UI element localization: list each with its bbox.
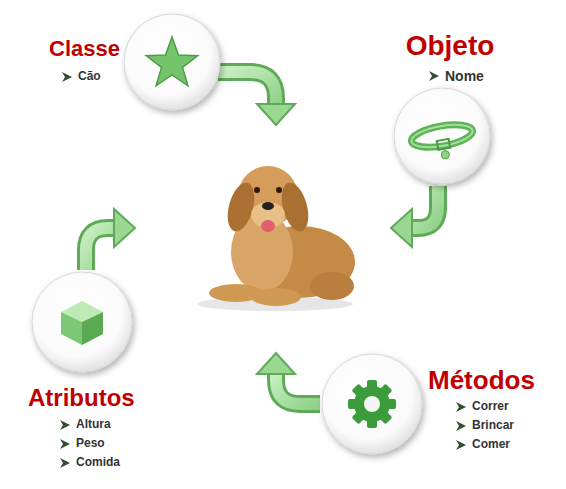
bullet-arrow — [456, 402, 466, 412]
curved-arrow — [218, 72, 295, 125]
list-item: Brincar — [472, 419, 514, 433]
bullet-arrow — [60, 458, 70, 468]
concept-circle: ObjetoNome — [386, 80, 498, 192]
list-item: Peso — [76, 437, 105, 451]
bullet-arrow — [429, 71, 439, 81]
curved-arrow — [257, 353, 320, 404]
curved-arrow — [86, 209, 135, 270]
circle-outline — [314, 346, 430, 462]
list-item: Comida — [76, 456, 120, 470]
list-item: Nome — [445, 68, 484, 84]
concept-circle: ClasseCão — [116, 6, 228, 118]
bullet-arrow — [456, 440, 466, 450]
curved-arrow — [391, 186, 438, 247]
bullet-arrow — [62, 72, 72, 82]
concept-circle: MétodosCorrerBrincarComer — [314, 346, 430, 462]
list-item: Comer — [472, 438, 510, 452]
dog-illustration — [197, 166, 355, 311]
list-item: Correr — [472, 400, 509, 414]
concept-heading: Objeto — [406, 30, 495, 62]
concept-heading: Atributos — [28, 384, 135, 412]
concept-heading: Classe — [49, 36, 120, 61]
concept-heading: Métodos — [428, 366, 535, 396]
circle-outline — [386, 80, 498, 192]
list-item: Cão — [78, 70, 101, 84]
circle-outline — [116, 6, 228, 118]
concept-circle: AtributosAlturaPesoComida — [24, 264, 140, 380]
bullet-arrow — [456, 421, 466, 431]
bullet-arrow — [60, 420, 70, 430]
circle-outline — [24, 264, 140, 380]
curved-arrows — [86, 72, 438, 404]
list-item: Altura — [76, 418, 111, 432]
bullet-arrow — [60, 439, 70, 449]
